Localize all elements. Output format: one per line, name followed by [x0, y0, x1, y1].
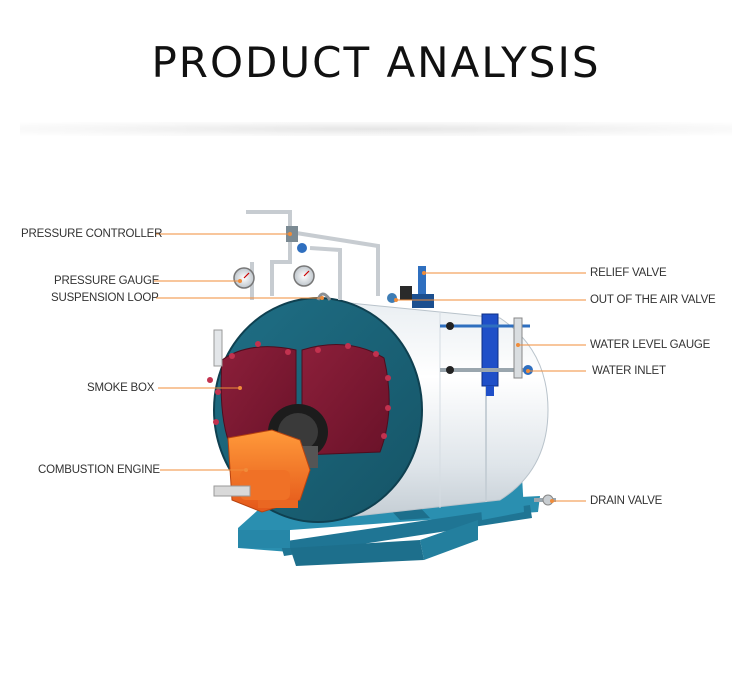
label-combustion-engine: COMBUSTION ENGINE [38, 464, 160, 476]
label-water-inlet: WATER INLET [592, 365, 666, 377]
label-pressure-gauge: PRESSURE GAUGE [54, 275, 160, 287]
front-bolts [207, 341, 391, 439]
pressure-gauges [233, 265, 315, 289]
label-pressure-controller: PRESSURE CONTROLLER [21, 228, 163, 240]
combustion-engine-burner [213, 429, 318, 513]
label-suspension-loop: SUSPENSION LOOP [51, 292, 159, 304]
label-relief-valve: RELIEF VALVE [590, 267, 667, 279]
relief-valve [400, 266, 434, 308]
callout-lines [154, 233, 586, 502]
label-drain-valve: DRAIN VALVE [590, 495, 663, 507]
label-water-level-gauge: WATER LEVEL GAUGE [590, 339, 711, 351]
label-out-of-the-air-valve: OUT OF THE AIR VALVE [590, 294, 716, 306]
title-divider-shadow [20, 122, 732, 136]
page-title: PRODUCT ANALYSIS [151, 38, 601, 87]
top-piping [246, 210, 380, 300]
label-smoke-box: SMOKE BOX [87, 382, 155, 394]
side-sight-glass [213, 329, 223, 367]
callout-dots [238, 232, 554, 503]
water-level-gauge-assembly [440, 313, 533, 396]
